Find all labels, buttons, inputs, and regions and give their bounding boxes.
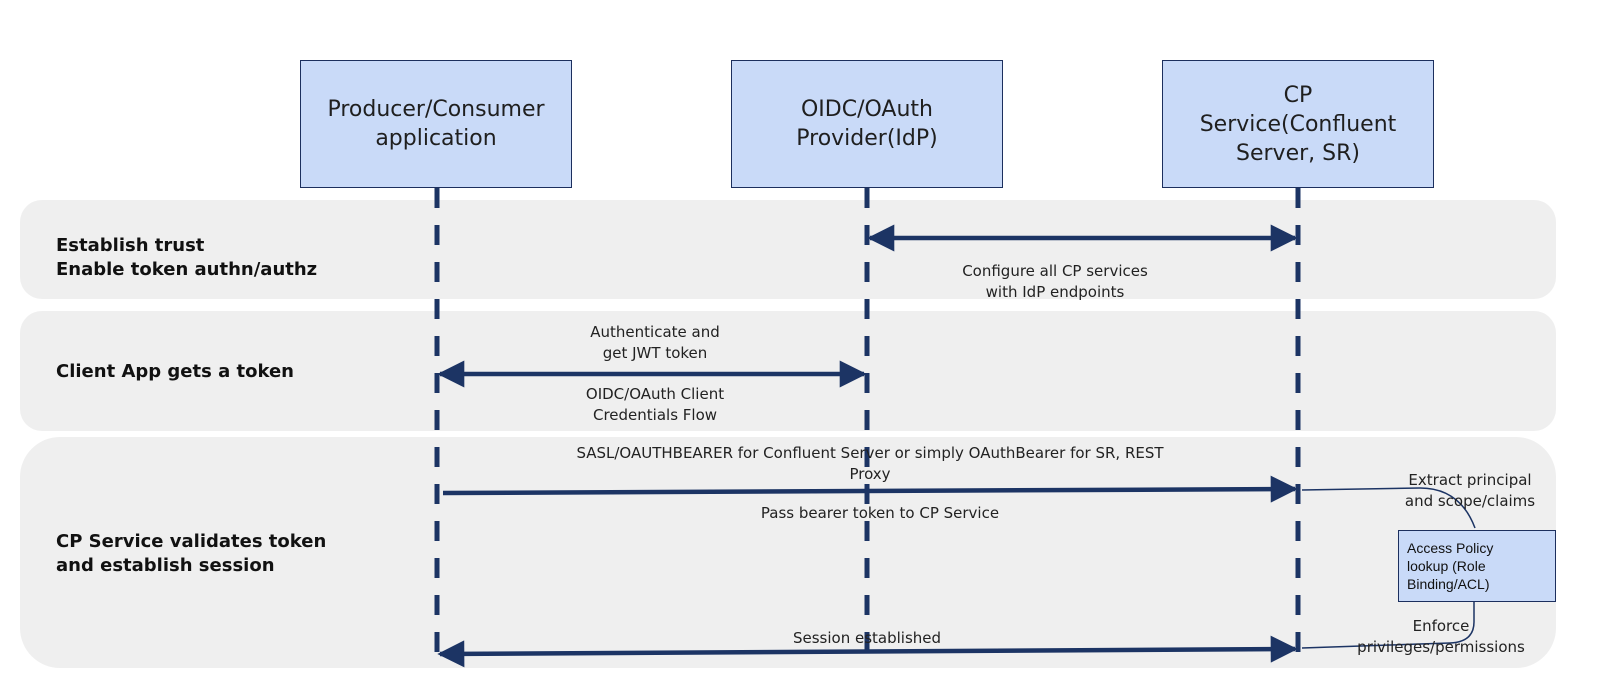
message-authenticate-label-above: Authenticate and get JWT token: [590, 323, 720, 362]
access-policy-box: Access Policy lookup (Role Binding/ACL): [1398, 530, 1556, 602]
message-sasl-label-above: SASL/OAUTHBEARER for Confluent Server or…: [576, 444, 1164, 483]
phase-band-establish-trust: [20, 200, 1556, 299]
connector-enforce: [1301, 602, 1475, 649]
phase-label-establish-trust: Establish trust Enable token authn/authz: [56, 235, 318, 280]
actor-producer-consumer: Producer/Consumer application: [300, 60, 572, 188]
phase-label-validate-session: CP Service validates token and establish…: [56, 531, 327, 576]
note-extract-principal: Extract principal and scope/claims: [1404, 471, 1536, 510]
note-enforce-privileges: Enforce privileges/permissions: [1357, 617, 1525, 656]
arrow-session: [437, 635, 1298, 668]
actor-oidc-provider: OIDC/OAuth Provider(IdP): [731, 60, 1003, 188]
message-session-label: Session established: [792, 629, 942, 647]
phase-band-validate-session: [20, 437, 1556, 668]
connector-extract: [1301, 487, 1476, 529]
message-configure-label: Configure all CP services with IdP endpo…: [962, 262, 1148, 301]
phase-label-client-token: Client App gets a token: [56, 361, 294, 382]
arrow-bearer-token: [442, 475, 1298, 503]
message-sasl-label-below: Pass bearer token to CP Service: [760, 504, 1000, 522]
message-authenticate-label-below: OIDC/OAuth Client Credentials Flow: [585, 385, 725, 424]
actor-cp-service: CP Service(Confluent Server, SR): [1162, 60, 1434, 188]
